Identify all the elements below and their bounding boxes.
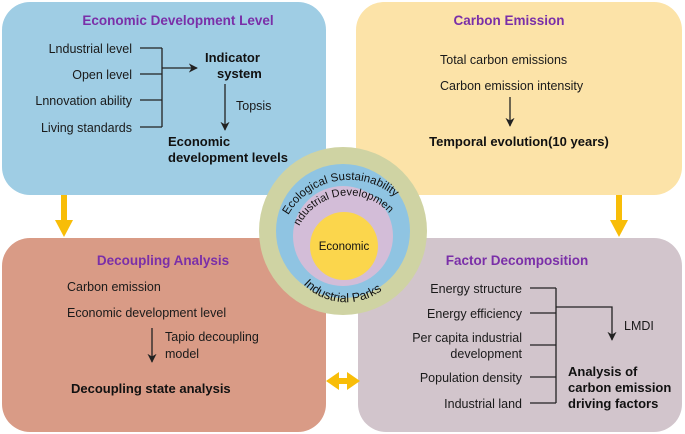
econ-item-open: Open level	[72, 68, 132, 82]
carbon-item-total: Total carbon emissions	[440, 53, 567, 67]
econ-result-line1: Economic	[168, 134, 230, 149]
factor-item-per-capita-line2: development	[450, 347, 522, 361]
factor-item-energy-efficiency: Energy efficiency	[427, 307, 523, 321]
factor-title: Factor Decomposition	[446, 253, 589, 268]
factor-result-line3: driving factors	[568, 396, 658, 411]
econ-box	[2, 2, 326, 195]
factor-item-per-capita-line1: Per capita industrial	[412, 331, 522, 345]
factor-method: LMDI	[624, 319, 654, 333]
factor-item-land: Industrial land	[444, 397, 522, 411]
econ-result-line2: development levels	[168, 150, 288, 165]
decoupling-method-line1: Tapio decoupling	[165, 330, 259, 344]
econ-title: Economic Development Level	[82, 13, 273, 28]
carbon-result: Temporal evolution(10 years)	[429, 134, 609, 149]
decoupling-result: Decoupling state analysis	[71, 381, 231, 396]
factor-result-line1: Analysis of	[568, 364, 638, 379]
decoupling-box	[2, 238, 326, 432]
factor-bracket	[530, 287, 617, 404]
econ-item-innovation: Lnnovation ability	[35, 94, 132, 108]
factor-item-energy-structure: Energy structure	[430, 282, 522, 296]
factor-item-population: Population density	[420, 371, 523, 385]
econ-item-industrial: Lndustrial level	[49, 42, 132, 56]
center-rings	[259, 147, 427, 315]
carbon-to-factor-arrow	[610, 195, 628, 237]
econ-to-decoupling-arrow	[55, 195, 73, 237]
factor-result-line2: carbon emission	[568, 380, 671, 395]
econ-method: Topsis	[236, 99, 271, 113]
decoupling-item-carbon: Carbon emission	[67, 280, 161, 294]
decoupling-method-line2: model	[165, 347, 199, 361]
carbon-item-intensity: Carbon emission intensity	[440, 79, 584, 93]
decoupling-factor-double-arrow	[326, 372, 360, 390]
carbon-box	[356, 2, 682, 195]
factor-box	[358, 238, 682, 432]
center-core-label: Economic	[319, 241, 370, 253]
econ-item-living: Living standards	[41, 121, 132, 135]
econ-indicator-line2: system	[217, 66, 262, 81]
econ-indicator-line1: Indicator	[205, 50, 260, 65]
decoupling-title: Decoupling Analysis	[97, 253, 229, 268]
carbon-title: Carbon Emission	[453, 13, 564, 28]
econ-bracket	[140, 47, 198, 128]
decoupling-item-economic: Economic development level	[67, 306, 226, 320]
